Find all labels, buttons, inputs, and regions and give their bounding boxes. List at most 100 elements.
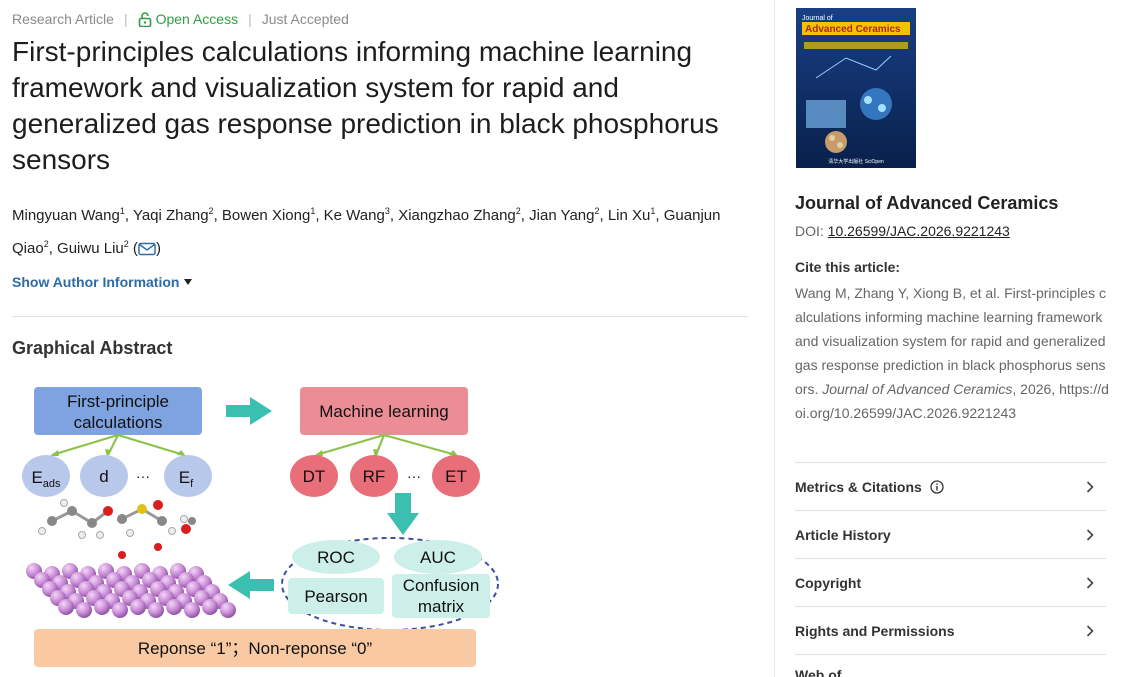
phosphorus-atom (94, 599, 110, 615)
phosphorus-atom (184, 602, 200, 618)
author-affiliation: 1 (119, 206, 125, 216)
feature-ef-main: E (179, 468, 190, 487)
metric-roc (292, 540, 380, 574)
model-ellipsis: ··· (407, 468, 421, 484)
open-access-label: Open Access (155, 11, 239, 27)
accordion-label: Article History (795, 526, 891, 543)
feature-d-label: d (99, 467, 108, 486)
response-label: Reponse “1”；Non-reponse “0” (138, 639, 373, 658)
info-icon[interactable] (930, 479, 944, 494)
feature-ef-sub: f (190, 478, 194, 490)
meta-separator: | (248, 11, 252, 27)
accordion-metrics-citations[interactable]: Metrics & Citations (795, 462, 1106, 510)
model-et-label: ET (445, 467, 467, 486)
model-et (432, 455, 480, 497)
accordion-label: Metrics & Citations (795, 478, 922, 495)
author-name[interactable]: Jian Yang (529, 207, 595, 224)
email-icon[interactable] (138, 242, 156, 256)
phosphorene-lattice (26, 563, 236, 618)
journal-name: Journal of Advanced Ceramics (795, 193, 1059, 213)
first-principle-line2: calculations (74, 413, 163, 432)
caret-down-icon (184, 279, 193, 285)
accordion-article-history[interactable]: Article History (795, 510, 1106, 558)
doi-link[interactable]: 10.26599/JAC.2026.9221243 (827, 223, 1010, 239)
meta-separator: | (123, 11, 128, 27)
article-sidebar: Journal of Advanced Ceramics 清华大学出版社 Sci… (776, 0, 1125, 677)
metric-auc-label: AUC (420, 548, 456, 567)
article-status: Just Accepted (261, 11, 349, 27)
cover-publishers: 清华大学出版社 SciOpen (828, 158, 884, 165)
accordion-web-of[interactable]: Web of... (795, 654, 1106, 677)
author-name[interactable]: Lin Xu (607, 207, 651, 224)
doi-label: DOI: (795, 223, 824, 239)
cover-svg: Journal of Advanced Ceramics 清华大学出版社 Sci… (796, 8, 916, 168)
metric-confusion (392, 574, 490, 618)
first-principle-line1: First-principle (67, 392, 169, 411)
chevron-right-icon (1086, 624, 1094, 637)
model-rf-label: RF (363, 467, 386, 486)
metric-confusion-line1: Confusion (403, 576, 480, 595)
machine-learning-box (300, 387, 468, 435)
model-dt (290, 455, 338, 497)
author-name[interactable]: Guanjun Qiao (12, 207, 721, 257)
author-name[interactable]: Ke Wang (323, 207, 385, 224)
journal-cover-image[interactable]: Journal of Advanced Ceramics 清华大学出版社 Sci… (796, 8, 916, 168)
arrow-down-icon (387, 493, 419, 535)
article-type: Research Article (12, 11, 114, 27)
author-name[interactable]: Mingyuan Wang (12, 207, 120, 224)
phosphorus-atom (220, 602, 236, 618)
arrow-left-icon (228, 571, 274, 599)
machine-learning-label: Machine learning (319, 402, 448, 421)
metric-confusion-line2: matrix (418, 597, 465, 616)
metrics-dashed-ellipse (281, 537, 499, 631)
phosphorus-atom (148, 602, 164, 618)
author-list: Mingyuan Wang1, Yaqi Zhang2, Bowen Xiong… (12, 206, 721, 258)
phosphorus-atom (166, 599, 182, 615)
cover-journal-small: Journal of (802, 15, 833, 22)
chevron-right-icon (1086, 576, 1094, 589)
accordion-rights-permissions[interactable]: Rights and Permissions (795, 606, 1106, 654)
article-meta-bar: Research Article | Open Access | Just Ac… (12, 11, 349, 27)
feature-ellipsis: ··· (136, 468, 150, 484)
chevron-right-icon (1086, 480, 1094, 493)
citation-journal: Journal of Advanced Ceramics (822, 381, 1013, 397)
molecule-illustration (38, 499, 196, 559)
author-name[interactable]: Bowen Xiong (221, 207, 311, 224)
metric-pearson-label: Pearson (304, 587, 367, 606)
metric-auc (394, 540, 482, 574)
feature-ef (164, 455, 212, 497)
metric-pearson (288, 578, 384, 614)
show-author-info-toggle[interactable]: Show Author Information (12, 274, 193, 290)
author-name[interactable]: Xiangzhao Zhang (398, 207, 516, 224)
phosphorus-atom (130, 599, 146, 615)
accordion-copyright[interactable]: Copyright (795, 558, 1106, 606)
author-name[interactable]: Yaqi Zhang (132, 207, 209, 224)
feature-eads-sub: ads (43, 478, 61, 490)
first-principle-box (34, 387, 202, 435)
section-divider (12, 316, 748, 317)
chevron-right-icon (1086, 528, 1094, 541)
response-bar (34, 629, 476, 667)
feature-eads (22, 455, 70, 497)
doi-row: DOI: 10.26599/JAC.2026.9221243 (795, 223, 1010, 239)
accordion-label: Web of... (795, 666, 854, 677)
author-name[interactable]: Guiwu Liu (57, 240, 124, 257)
citation-tail: , 2026, https://doi.org/10.26599/JAC.202… (795, 381, 1109, 421)
article-title: First-principles calculations informing … (12, 36, 719, 175)
arrow-right-icon (226, 397, 272, 425)
article-main: Research Article | Open Access | Just Ac… (12, 0, 775, 677)
author-affiliation: 2 (123, 239, 129, 249)
feature-eads-main: E (31, 468, 42, 487)
accordion-label: Copyright (795, 574, 862, 591)
open-access-badge: Open Access (138, 11, 239, 27)
phosphorus-atom (58, 599, 74, 615)
cover-journal-big: Advanced Ceramics (805, 24, 901, 35)
unlock-icon (138, 11, 151, 27)
model-rf (350, 455, 398, 497)
author-affiliation: 2 (515, 206, 521, 216)
author-affiliation: 3 (384, 206, 390, 216)
svg-text:Ef: Ef (179, 468, 194, 490)
graphical-abstract-figure[interactable]: First-principle calculations Machine lea… (12, 371, 502, 677)
author-affiliation: 1 (650, 206, 656, 216)
graphical-abstract-heading: Graphical Abstract (12, 338, 173, 358)
